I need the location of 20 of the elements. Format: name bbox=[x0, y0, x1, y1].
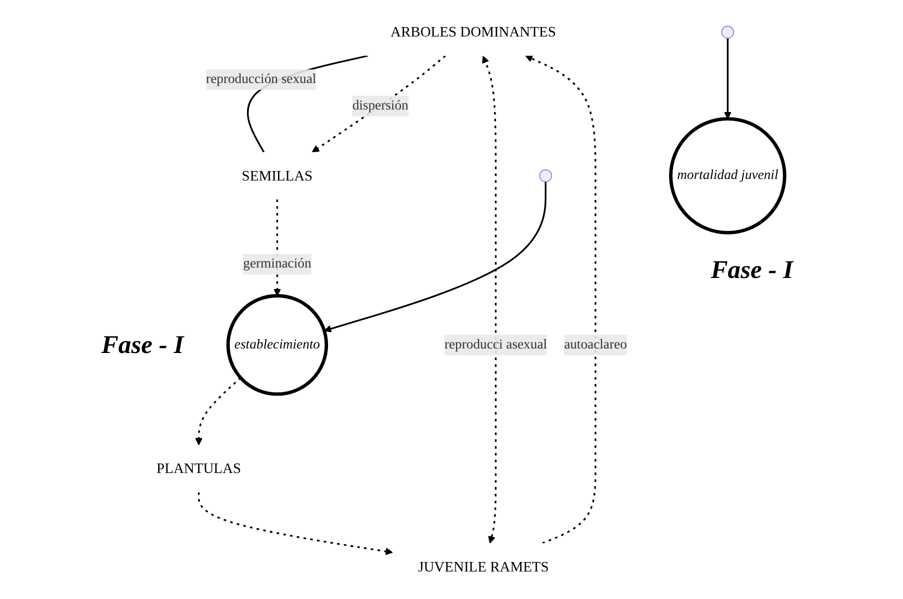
arrow bbox=[312, 55, 446, 152]
node-label: Fase - I bbox=[710, 256, 794, 284]
edge-label: reproducción sexual bbox=[206, 72, 316, 87]
node-text: JUVENILE RAMETS bbox=[418, 558, 549, 575]
edge-label: autoaclareo bbox=[564, 337, 627, 352]
arrow bbox=[724, 38, 732, 120]
node-circle: establecimiento bbox=[226, 294, 328, 396]
arrow bbox=[198, 492, 393, 556]
node-circle: mortalidad juvenil bbox=[669, 117, 786, 234]
edge-label: germinación bbox=[243, 256, 312, 272]
node-label: Fase - I bbox=[101, 330, 184, 359]
edge-label: reproducci asexual bbox=[444, 337, 548, 352]
arrow bbox=[324, 182, 546, 332]
node-text: PLANTULAS bbox=[156, 460, 242, 477]
node-text: SEMILLAS bbox=[242, 167, 313, 184]
node-text: ARBOLES DOMINANTES bbox=[390, 24, 556, 40]
arrow bbox=[482, 56, 497, 544]
arrow bbox=[195, 377, 242, 446]
edge-label: dispersión bbox=[352, 98, 408, 113]
arrow bbox=[525, 55, 596, 544]
